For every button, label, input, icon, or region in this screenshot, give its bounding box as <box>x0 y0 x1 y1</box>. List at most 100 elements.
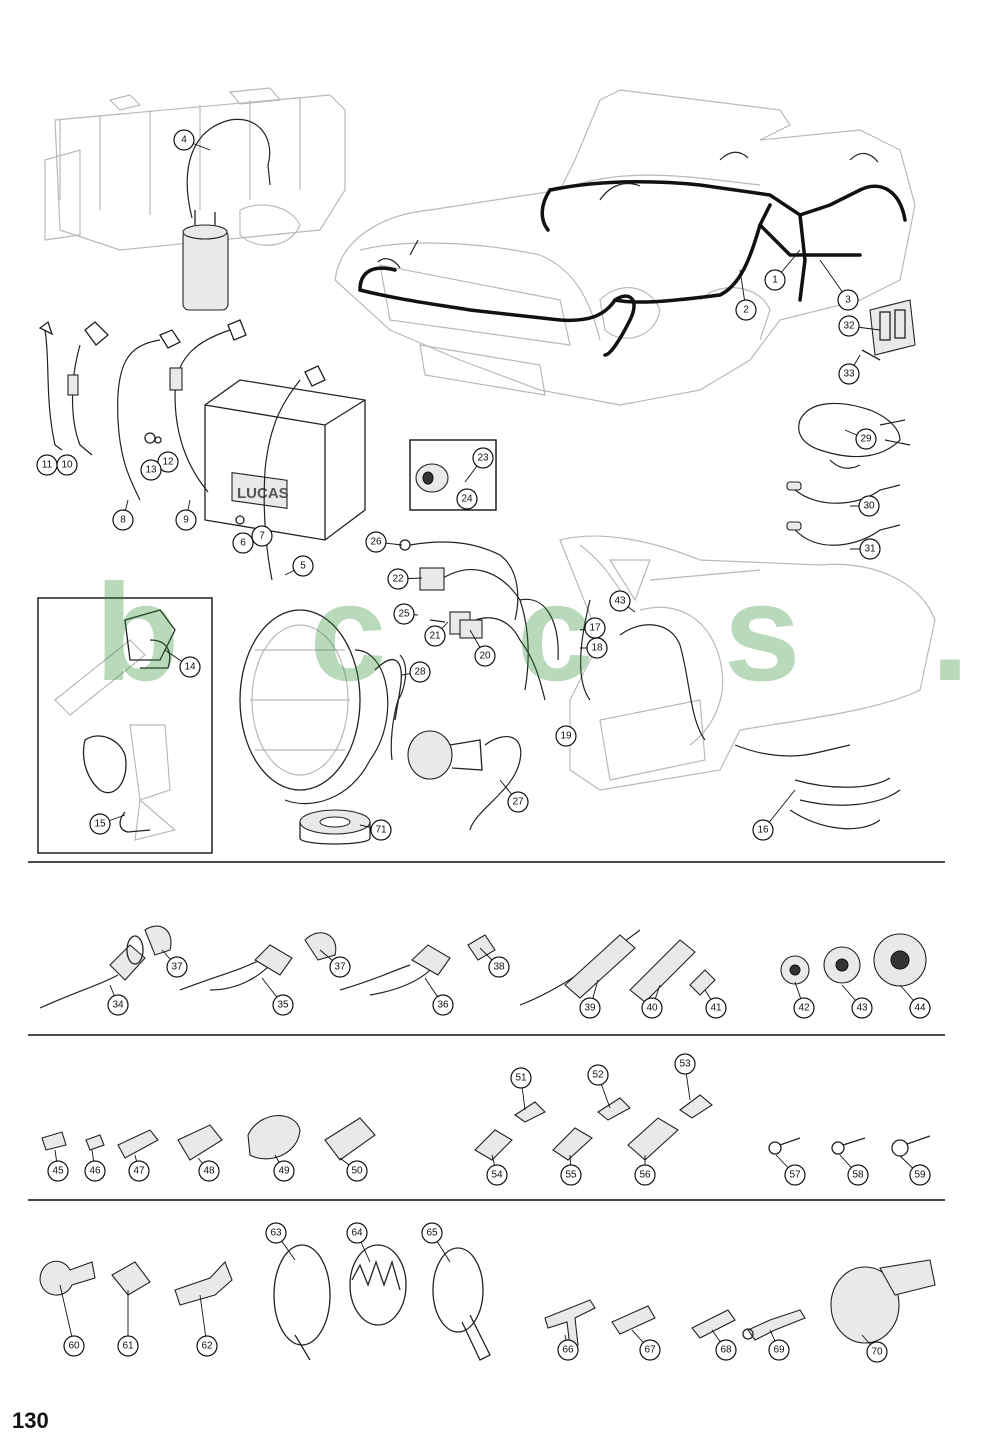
callout-19: 19 <box>555 725 577 747</box>
callout-number: 28 <box>414 667 426 678</box>
callout-1: 1 <box>764 269 786 291</box>
callout-37: 37 <box>166 956 188 978</box>
callout-70: 70 <box>866 1341 888 1363</box>
callout-47: 47 <box>128 1160 150 1182</box>
callout-number: 41 <box>710 1003 722 1014</box>
callout-number: 66 <box>562 1345 574 1356</box>
callout-number: 68 <box>720 1345 732 1356</box>
headlamp-illustration <box>239 609 407 805</box>
engine-illustration <box>44 87 346 311</box>
callout-number: 50 <box>351 1166 363 1177</box>
sub-harness <box>399 539 559 701</box>
callout-number: 5 <box>300 561 306 572</box>
callout-65: 65 <box>421 1222 443 1244</box>
callout-58: 58 <box>847 1164 869 1186</box>
callout-number: 69 <box>773 1345 785 1356</box>
callout-30: 30 <box>858 495 880 517</box>
callout-number: 65 <box>426 1228 438 1239</box>
callout-number: 25 <box>398 609 410 620</box>
callout-53: 53 <box>674 1053 696 1075</box>
callout-49: 49 <box>273 1160 295 1182</box>
callout-7: 7 <box>251 525 273 547</box>
callout-number: 3 <box>845 295 851 306</box>
callout-60: 60 <box>63 1335 85 1357</box>
callout-number: 23 <box>477 453 489 464</box>
callout-45: 45 <box>47 1160 69 1182</box>
fuse-block <box>861 299 916 361</box>
callout-29: 29 <box>855 428 877 450</box>
callout-number: 55 <box>565 1170 577 1181</box>
callout-63: 63 <box>265 1222 287 1244</box>
callout-52: 52 <box>587 1064 609 1086</box>
callout-number: 37 <box>171 962 183 973</box>
callout-number: 57 <box>789 1170 801 1181</box>
callout-59: 59 <box>909 1164 931 1186</box>
callout-number: 12 <box>162 457 174 468</box>
callout-14: 14 <box>179 656 201 678</box>
callout-15: 15 <box>89 813 111 835</box>
callout-number: 30 <box>863 501 875 512</box>
callout-number: 16 <box>757 825 769 836</box>
callout-number: 71 <box>375 825 387 836</box>
callout-number: 20 <box>479 651 491 662</box>
bulb-holders-row <box>39 925 927 1009</box>
callout-27: 27 <box>507 791 529 813</box>
callout-number: 61 <box>122 1341 134 1352</box>
callout-20: 20 <box>474 645 496 667</box>
callout-number: 43 <box>856 1003 868 1014</box>
callout-51: 51 <box>510 1067 532 1089</box>
connectors-row <box>41 1094 931 1161</box>
page-number: 130 <box>12 1408 49 1433</box>
callout-23: 23 <box>472 447 494 469</box>
main-wiring-harness <box>358 151 907 357</box>
callout-number: 60 <box>68 1341 80 1352</box>
watermark: b c c s . c h <box>95 556 1000 710</box>
callout-10: 10 <box>56 454 78 476</box>
car-body-illustration <box>334 89 916 406</box>
callout-number: 59 <box>914 1170 926 1181</box>
callout-number: 35 <box>277 1000 289 1011</box>
callout-number: 44 <box>914 1003 926 1014</box>
callout-18: 18 <box>586 637 608 659</box>
callout-number: 2 <box>743 305 749 316</box>
callout-6: 6 <box>232 532 254 554</box>
callout-56: 56 <box>634 1164 656 1186</box>
callout-11: 11 <box>36 454 58 476</box>
callout-62: 62 <box>196 1335 218 1357</box>
callout-number: 40 <box>646 1003 658 1014</box>
callout-number: 70 <box>871 1347 883 1358</box>
callout-16: 16 <box>752 819 774 841</box>
inset-box-relay <box>409 439 497 511</box>
callout-64: 64 <box>346 1222 368 1244</box>
callout-25: 25 <box>393 603 415 625</box>
callout-number: 22 <box>392 574 404 585</box>
callout-number: 29 <box>860 434 872 445</box>
callout-43: 43 <box>851 997 873 1019</box>
callout-number: 33 <box>843 369 855 380</box>
callout-number: 46 <box>89 1166 101 1177</box>
callout-35: 35 <box>272 994 294 1016</box>
callout-37: 37 <box>329 956 351 978</box>
callout-41: 41 <box>705 997 727 1019</box>
callout-66: 66 <box>557 1339 579 1361</box>
callout-24: 24 <box>456 488 478 510</box>
callout-69: 69 <box>768 1339 790 1361</box>
callout-number: 38 <box>493 962 505 973</box>
callout-number: 64 <box>351 1228 363 1239</box>
grommet-tube <box>374 658 402 721</box>
callout-57: 57 <box>784 1164 806 1186</box>
relay-part <box>415 463 449 493</box>
callout-number: 49 <box>278 1166 290 1177</box>
callout-number: 6 <box>240 538 246 549</box>
callout-number: 9 <box>183 515 189 526</box>
callout-number: 45 <box>52 1166 64 1177</box>
loose-wires-right <box>786 402 911 546</box>
callout-17: 17 <box>584 617 606 639</box>
callout-48: 48 <box>198 1160 220 1182</box>
callout-number: 51 <box>515 1073 527 1084</box>
callout-13: 13 <box>140 459 162 481</box>
callout-number: 58 <box>852 1170 864 1181</box>
callout-39: 39 <box>579 997 601 1019</box>
callout-number: 14 <box>184 662 196 673</box>
